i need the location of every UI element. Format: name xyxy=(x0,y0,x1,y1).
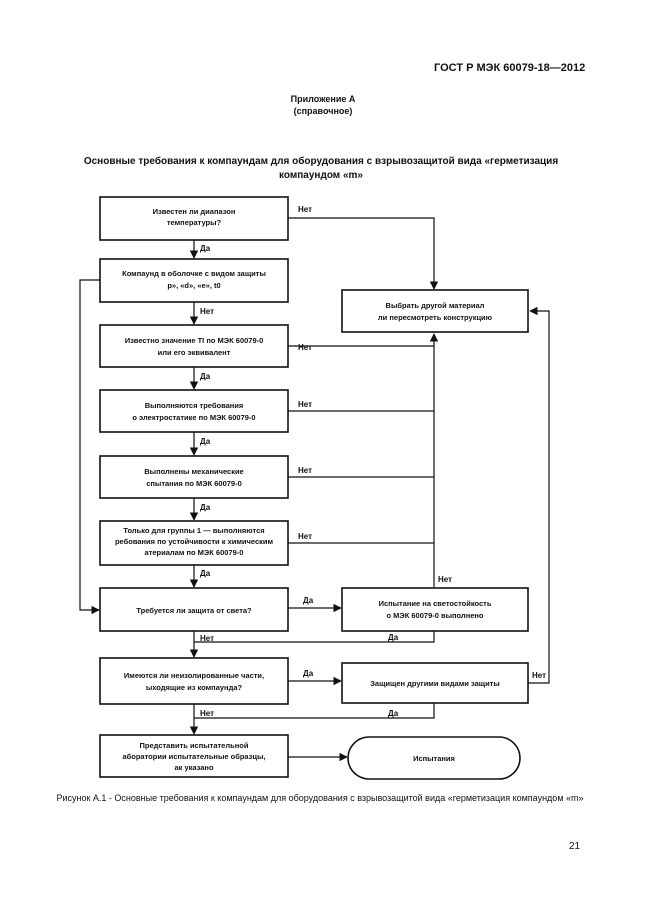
figure-caption: Рисунок А.1 - Основные требования к комп… xyxy=(56,793,584,803)
arrow-b1-no xyxy=(288,217,439,290)
label-yes: Да xyxy=(200,569,211,578)
label-yes: Да xyxy=(200,437,211,446)
b6-line2: ребования по устойчивости к химическим xyxy=(115,537,274,546)
appendix-heading: Приложение А (справочное) xyxy=(243,93,403,117)
appendix-title: Приложение А xyxy=(290,94,356,104)
box-choose-other-material xyxy=(341,289,529,333)
b2-line2: р», «d», «e», t0 xyxy=(167,281,220,290)
b6-line3: атериалам по МЭК 60079-0 xyxy=(145,548,244,557)
b4-line2: о электростатике по МЭК 60079-0 xyxy=(132,413,255,422)
page-number: 21 xyxy=(569,841,581,852)
label-yes: Да xyxy=(388,633,399,642)
b8-line1: Имеются ли неизолированные части, xyxy=(124,671,264,680)
b7-text: Требуется ли защита от света? xyxy=(136,606,252,615)
r1-line1: Выбрать другой материал xyxy=(386,301,485,310)
line-light-test-yes xyxy=(194,631,435,643)
box-submit-samples xyxy=(99,734,289,778)
label-no: Нет xyxy=(298,343,312,352)
r2-line1: Испытание на светостойкость xyxy=(379,599,492,608)
b1-line2: температуры? xyxy=(167,218,222,227)
b4-line1: Выполняются требования xyxy=(145,401,244,410)
label-no: Нет xyxy=(438,575,452,584)
label-no: Нет xyxy=(200,307,214,316)
label-no: Нет xyxy=(532,671,546,680)
document-standard-header: ГОСТ Р МЭК 60079-18—2012 xyxy=(434,62,586,74)
r1-line2: ли пересмотреть конструкцию xyxy=(378,313,493,322)
terminal-text: Испытания xyxy=(413,754,455,763)
b5-line1: Выполнены механические xyxy=(144,467,243,476)
box-electrostatics xyxy=(99,389,289,433)
appendix-type: (справочное) xyxy=(293,106,353,116)
b9-line1: Представить испытательной xyxy=(140,741,249,750)
label-no: Нет xyxy=(298,466,312,475)
b3-line1: Известно значение TI по МЭК 60079-0 xyxy=(125,336,264,345)
box-light-resistance-test xyxy=(341,587,529,632)
b1-line1: Известен ли диапазон xyxy=(153,207,236,216)
b8-line2: ыходящие из компаунда? xyxy=(146,683,243,692)
label-no: Нет xyxy=(200,634,214,643)
b6-line1: Только для группы 1 — выполняются xyxy=(123,526,264,535)
box-bare-parts xyxy=(99,657,289,705)
r2-line2: о МЭК 60079-0 выполнено xyxy=(386,611,483,620)
line-other-protection-yes xyxy=(194,703,435,719)
terminal-tests xyxy=(347,736,521,780)
label-no: Нет xyxy=(298,400,312,409)
label-yes: Да xyxy=(303,669,314,678)
b3-line2: или его эквивалент xyxy=(158,348,231,357)
label-yes: Да xyxy=(200,244,211,253)
label-no: Нет xyxy=(200,709,214,718)
b9-line3: ак указано xyxy=(174,763,214,772)
label-yes: Да xyxy=(303,596,314,605)
box-ti-value xyxy=(99,324,289,368)
label-yes: Да xyxy=(200,372,211,381)
label-yes: Да xyxy=(200,503,211,512)
b9-line2: аборатории испытательные образцы, xyxy=(122,752,265,761)
label-yes: Да xyxy=(388,709,399,718)
r3-text: Защищен другими видами защиты xyxy=(370,679,500,688)
arrow-other-protection-no xyxy=(528,306,550,684)
b2-line1: Компаунд в оболочке с видом защиты xyxy=(122,269,266,278)
b5-line2: спытания по МЭК 60079-0 xyxy=(146,479,242,488)
box-mechanical-tests xyxy=(99,455,289,499)
label-no: Нет xyxy=(298,205,312,214)
label-no: Нет xyxy=(298,532,312,541)
arrow-b2-bypass-b7 xyxy=(79,279,100,615)
page-title: Основные требования к компаундам для обо… xyxy=(83,156,559,181)
